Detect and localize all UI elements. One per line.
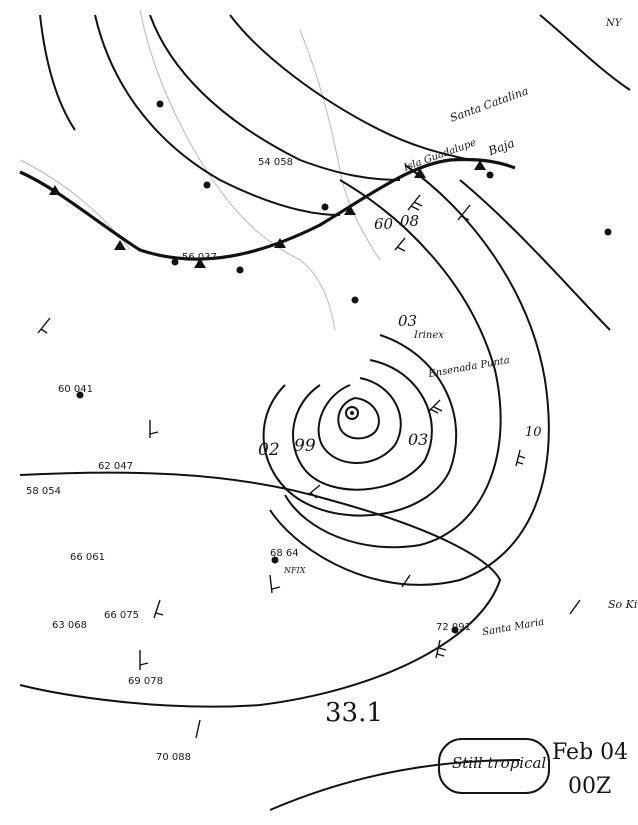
isobar-bottom [269,759,521,811]
isobar-large [269,164,550,586]
place-nfix: NFIX [284,566,306,575]
wind-barbs [37,194,581,739]
station-plot: 66 061 [70,552,106,563]
isobar-upper-left [94,14,341,216]
station-plot: 58 054 [26,486,62,497]
isobar-far-left [39,14,76,131]
map-time: 00Z [568,774,612,799]
isobar-upper-right [229,14,471,161]
coastline [19,9,381,331]
isobar-label-02: 02 [258,440,280,460]
storm-center [345,406,359,420]
station-plot: 63 068 [52,620,88,631]
isobar-upper-mid [149,14,401,181]
isobar-ring-3 [317,377,402,464]
isobar-label-03b: 03 [398,312,418,330]
place-so-ki: So Ki [608,598,638,611]
isobar-60 [284,179,502,549]
station-plot: 69 078 [128,676,164,687]
cold-front [19,157,516,268]
isobar-east [459,179,611,331]
station-plot: 66 075 [104,610,140,621]
station-plot: 54 058 [258,157,294,168]
isobar-label-60: 60 [374,215,394,233]
note-box: Still tropical [438,738,550,794]
station-plot: 62 047 [98,461,134,472]
chart-number: 33.1 [325,698,383,728]
map-date: Feb 04 [552,740,629,765]
place-ny: NY [606,18,622,29]
isobars [19,14,631,811]
station-plot: 70 088 [156,752,192,763]
isobar-ring-2 [292,359,433,491]
station-plot: 60 041 [58,384,94,395]
isobar-label-10: 10 [525,425,542,440]
station-plot: 68 64 [270,548,299,559]
isobar-label-03: 03 [408,430,429,449]
isobar-outer [19,471,502,708]
isobar-ring-1 [262,334,458,517]
station-plot: 56 037 [182,252,218,263]
isobar-label-08: 08 [400,212,420,230]
isobar-label-99: 99 [294,436,316,456]
station-dots [76,100,612,634]
isobar-ring-4 [337,397,380,440]
station-plot: 72 091 [436,622,472,633]
place-irinex: Irinex [414,330,444,341]
isobar-right-edge [539,14,631,91]
note-still-tropical: Still tropical [452,754,547,772]
